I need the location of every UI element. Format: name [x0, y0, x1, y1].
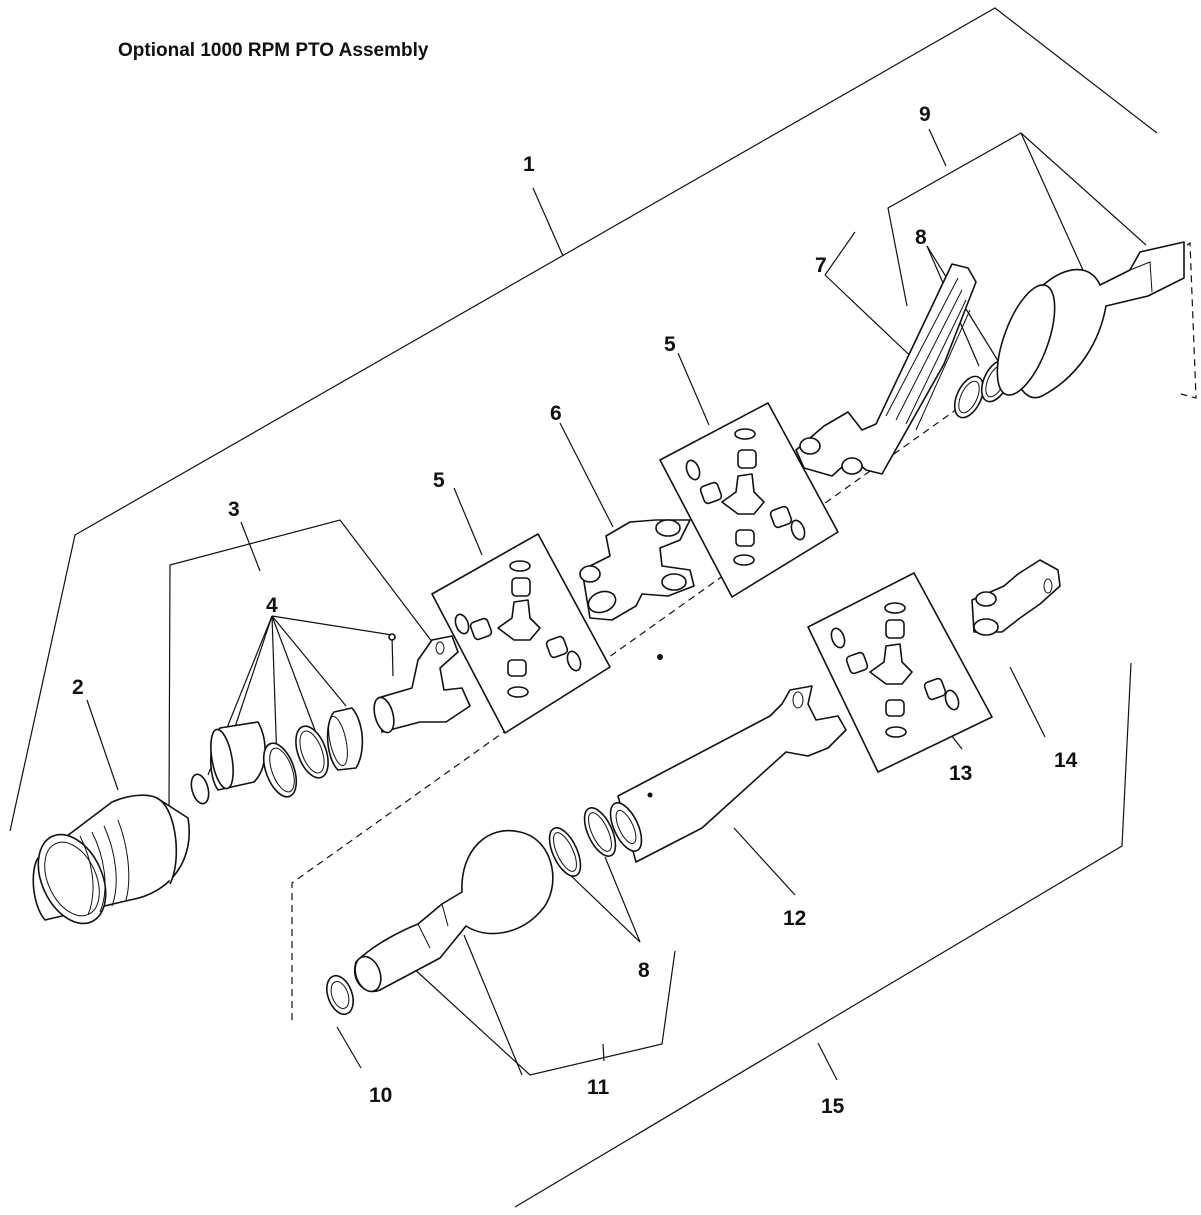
callout-5-left: 5 — [433, 469, 445, 492]
shield-cone-upper-part — [996, 241, 1185, 399]
callout-6: 6 — [550, 402, 562, 425]
clip-ring-part — [326, 974, 354, 1016]
diagram-title: Optional 1000 RPM PTO Assembly — [118, 40, 429, 61]
callout-15: 15 — [821, 1095, 845, 1118]
callout-13: 13 — [949, 762, 972, 785]
cross-kit-right-part — [659, 402, 839, 598]
leader-lines — [86, 231, 1046, 1069]
callout-2: 2 — [72, 676, 84, 699]
callout-14: 14 — [1054, 749, 1078, 772]
bearing-set-part — [190, 633, 396, 805]
callout-9: 9 — [919, 103, 931, 126]
cross-kit-lower-part — [807, 572, 993, 773]
callout-8-lower: 8 — [638, 959, 650, 982]
callout-8-upper: 8 — [915, 226, 927, 249]
splined-shaft-part — [795, 263, 977, 477]
callout-11: 11 — [587, 1076, 610, 1099]
bracket-3 — [168, 519, 434, 809]
bracket-1 — [9, 7, 1158, 832]
snap-rings-lower-part — [548, 807, 617, 877]
outer-guard-part — [32, 794, 190, 925]
callout-1: 1 — [523, 153, 535, 176]
callout-4: 4 — [266, 594, 278, 617]
callout-12: 12 — [783, 907, 806, 930]
bracket-11 — [410, 934, 676, 1076]
bracket-9 — [887, 128, 1147, 307]
callout-3: 3 — [228, 498, 240, 521]
callout-10: 10 — [369, 1084, 392, 1107]
tube-yoke-part — [609, 685, 847, 863]
inner-yoke-part — [373, 635, 471, 734]
shield-cone-lower-part — [353, 829, 554, 993]
callout-5-right: 5 — [664, 333, 676, 356]
cross-kit-left-part — [431, 533, 611, 734]
callout-7: 7 — [815, 254, 827, 277]
bracket-15 — [514, 662, 1132, 1208]
end-yoke-part — [971, 559, 1061, 636]
dashed-boundary — [291, 241, 1197, 1020]
double-yoke-part — [579, 519, 695, 660]
